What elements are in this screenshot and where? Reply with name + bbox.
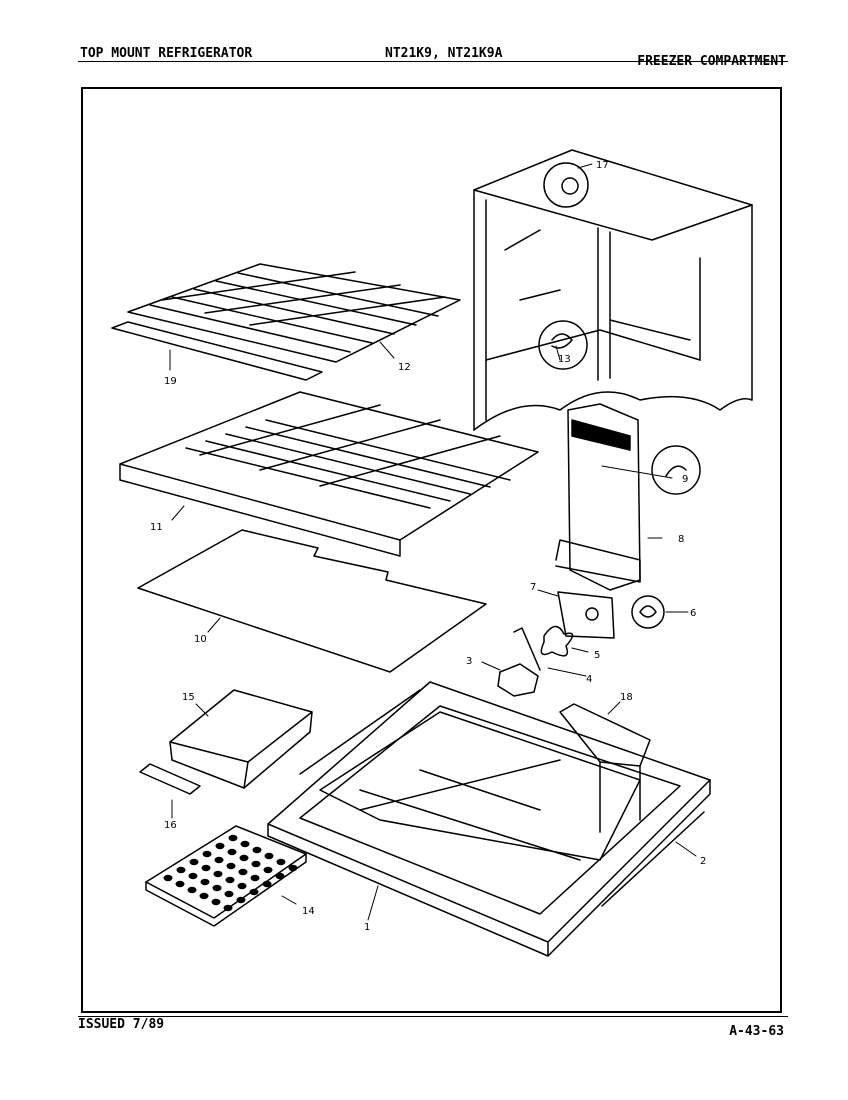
callout-6: 6 [690, 608, 696, 619]
ice-cube-cell [200, 878, 210, 886]
ice-cube-cell [250, 874, 260, 882]
part8-evaporator-cover [555, 403, 641, 591]
callout-17: 17 [596, 160, 609, 171]
callout-16: 16 [164, 820, 177, 831]
footer-rule [78, 1016, 788, 1017]
part1-freezer-floor [267, 681, 711, 957]
ice-cube-cell [187, 886, 197, 894]
callout-labels: 17 12 19 11 10 13 9 8 7 6 5 4 3 18 15 16… [150, 160, 706, 933]
part9-screw-detail [651, 445, 701, 495]
ice-cube-cell [223, 904, 233, 912]
ice-cube-cell [249, 888, 259, 896]
ice-cube-cell [251, 860, 261, 868]
ice-cube-cell [163, 874, 173, 882]
diagram-frame [81, 87, 782, 1013]
ice-cube-cell [175, 880, 185, 888]
leader-lines [169, 163, 697, 921]
ice-cube-cell [202, 850, 212, 858]
ice-cube-cell [275, 872, 285, 880]
ice-cube-cell [176, 866, 186, 874]
part7-fan-bracket [557, 591, 615, 639]
part15-ice-bin [169, 689, 313, 789]
ice-cube-cell [213, 870, 223, 878]
callout-4: 4 [586, 674, 592, 685]
callout-5: 5 [594, 650, 600, 661]
part12-wire-shelf [127, 263, 461, 363]
callout-12: 12 [398, 362, 411, 373]
ice-cube-cell [228, 834, 238, 842]
part16-handle [139, 763, 201, 795]
part18-trough-cover [559, 703, 651, 833]
ice-cube-cell [225, 876, 235, 884]
part17-bulb-detail [543, 162, 589, 208]
ice-cube-cell [276, 858, 286, 866]
ice-cube-cell [226, 862, 236, 870]
callout-19: 19 [164, 376, 177, 387]
part19-shelf-rail [111, 321, 323, 381]
callout-7: 7 [530, 582, 536, 593]
part10-cover-panel [137, 529, 487, 673]
part3-fan-motor [497, 627, 541, 697]
callout-10: 10 [194, 634, 207, 645]
header-models: NT21K9, NT21K9A [385, 46, 503, 61]
page-code: A-43-63 [729, 1024, 784, 1039]
part2-gasket [299, 689, 705, 907]
ice-cube-cell [211, 898, 221, 906]
ice-cube-cell [201, 864, 211, 872]
ice-cube-cell [188, 872, 198, 880]
ice-cube-cell [288, 864, 298, 872]
ice-cube-cell [239, 854, 249, 862]
header-rule [78, 61, 788, 62]
ice-cube-cell [224, 890, 234, 898]
part6-grommet-detail [631, 595, 665, 629]
ice-cube-cell [189, 858, 199, 866]
ice-cube-cell [199, 892, 209, 900]
ice-cube-cell [238, 868, 248, 876]
part5-fan-blade [540, 625, 574, 657]
header-title: TOP MOUNT REFRIGERATOR [80, 46, 253, 61]
callout-9: 9 [682, 474, 688, 485]
callout-13: 13 [558, 354, 571, 365]
freezer-cabinet [473, 149, 753, 431]
ice-cube-cell [214, 856, 224, 864]
ice-cube-cell [240, 840, 250, 848]
callout-15: 15 [182, 692, 195, 703]
ice-cube-cell [262, 880, 272, 888]
ice-cube-cell [263, 866, 273, 874]
ice-cube-cell [215, 842, 225, 850]
callout-18: 18 [620, 692, 633, 703]
part13-clip-detail [538, 320, 588, 370]
callout-1: 1 [364, 922, 370, 933]
ice-cube-cell [227, 848, 237, 856]
callout-14: 14 [302, 906, 315, 917]
ice-cube-cell [236, 896, 246, 904]
part14-ice-tray [145, 825, 307, 927]
ice-cube-cell [252, 846, 262, 854]
issue-date: ISSUED 7/89 [78, 1017, 165, 1032]
callout-11: 11 [150, 522, 163, 533]
callout-8: 8 [678, 534, 684, 545]
part11-freezer-shelf [119, 391, 539, 557]
ice-cube-cell [237, 882, 247, 890]
ice-tray-cells [163, 834, 298, 912]
callout-3: 3 [466, 656, 472, 667]
ice-cube-cell [264, 852, 274, 860]
callout-2: 2 [700, 856, 706, 867]
ice-cube-cell [212, 884, 222, 892]
